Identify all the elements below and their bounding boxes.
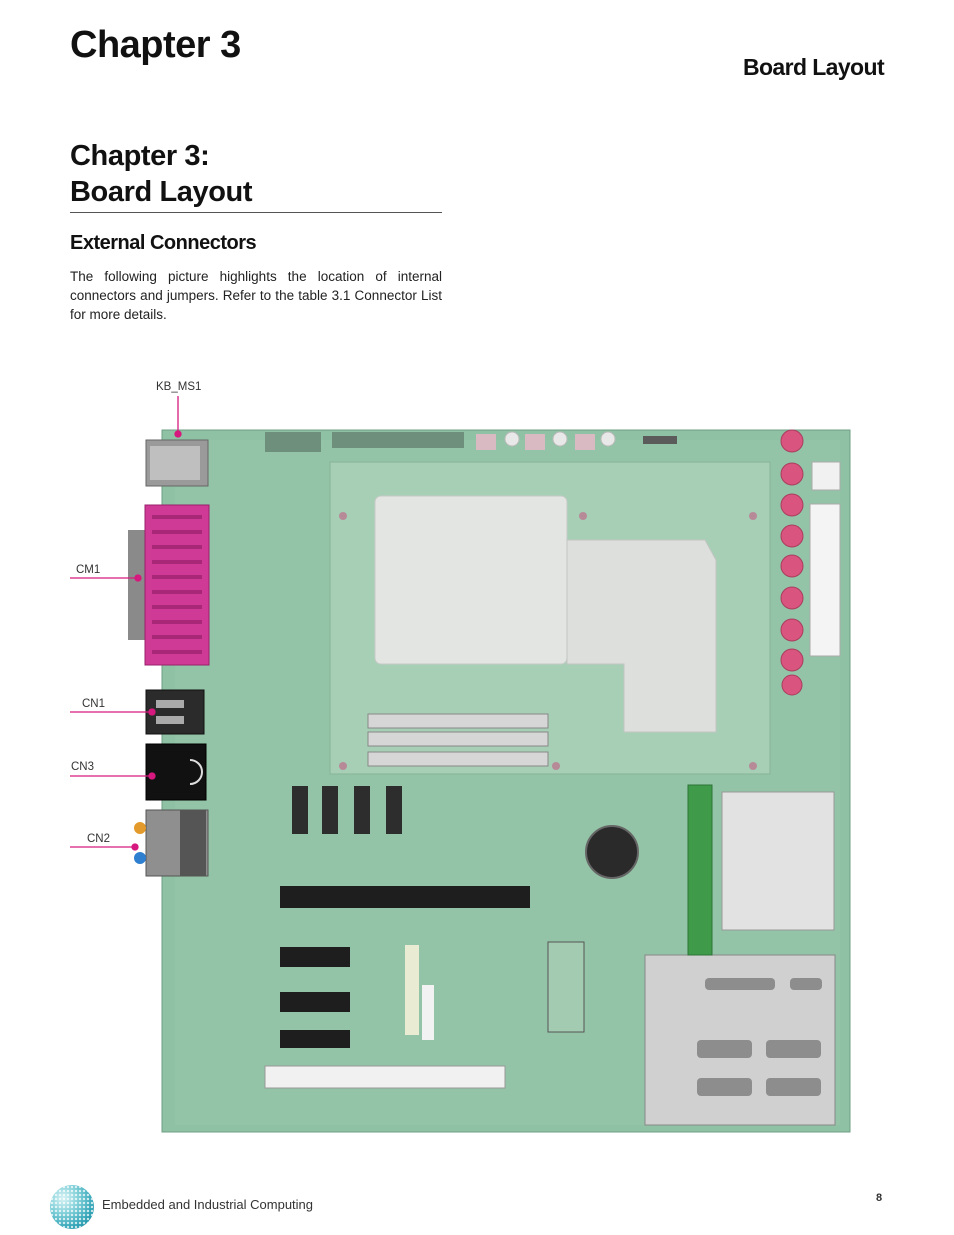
southbridge-heatsink: [566, 539, 717, 733]
cmos-battery: [585, 825, 639, 879]
page-title-line-1: Chapter 3:: [70, 140, 210, 172]
callout-label-cn2: CN2: [87, 833, 111, 845]
footer-company: Embedded and Industrial Computing: [102, 1197, 314, 1212]
label-strip-2: [422, 985, 434, 1040]
pcmcia-cutouts: [697, 978, 822, 1096]
chapter-heading: Chapter 3: [70, 24, 241, 66]
label-strip-1: [405, 945, 419, 1035]
intro-paragraph: The following picture highlights the loc…: [70, 269, 442, 322]
top-capacitors: [504, 431, 616, 447]
io-cn2: [134, 809, 209, 877]
callout-label-cn3: CN3: [71, 761, 95, 773]
northbridge-heatsink: [374, 495, 568, 665]
callout-label-kb-ms1: KB_MS1: [156, 381, 202, 393]
atx-power-4pin: [811, 461, 841, 491]
io-cm1: [128, 504, 210, 666]
callout-label-cm1: CM1: [76, 564, 101, 576]
sodimm-slots: [367, 713, 549, 767]
ide-header: [687, 784, 713, 956]
external-connectors-heading: External Connectors: [70, 232, 257, 254]
top-headers: [265, 432, 677, 452]
io-cn3: [145, 743, 207, 801]
callout-lines: [70, 396, 182, 851]
callout-label-cn1: CN1: [82, 698, 106, 710]
page-number: 8: [876, 1192, 883, 1204]
atx-power-24pin: [809, 503, 841, 657]
compactflash-slot: [721, 791, 835, 931]
sata-ports: [292, 786, 402, 834]
right-capacitors: [780, 429, 804, 696]
company-logo-pattern: [50, 1185, 94, 1229]
io-kb-ms1: [145, 439, 209, 487]
expansion-slots: [264, 886, 530, 1089]
page-title: Chapter 3: Board Layout: [70, 138, 442, 213]
compliance-box: [547, 941, 585, 1033]
page-title-line-2: Board Layout: [70, 176, 253, 208]
mounting-holes: [339, 512, 757, 770]
section-heading: Board Layout: [742, 54, 885, 80]
